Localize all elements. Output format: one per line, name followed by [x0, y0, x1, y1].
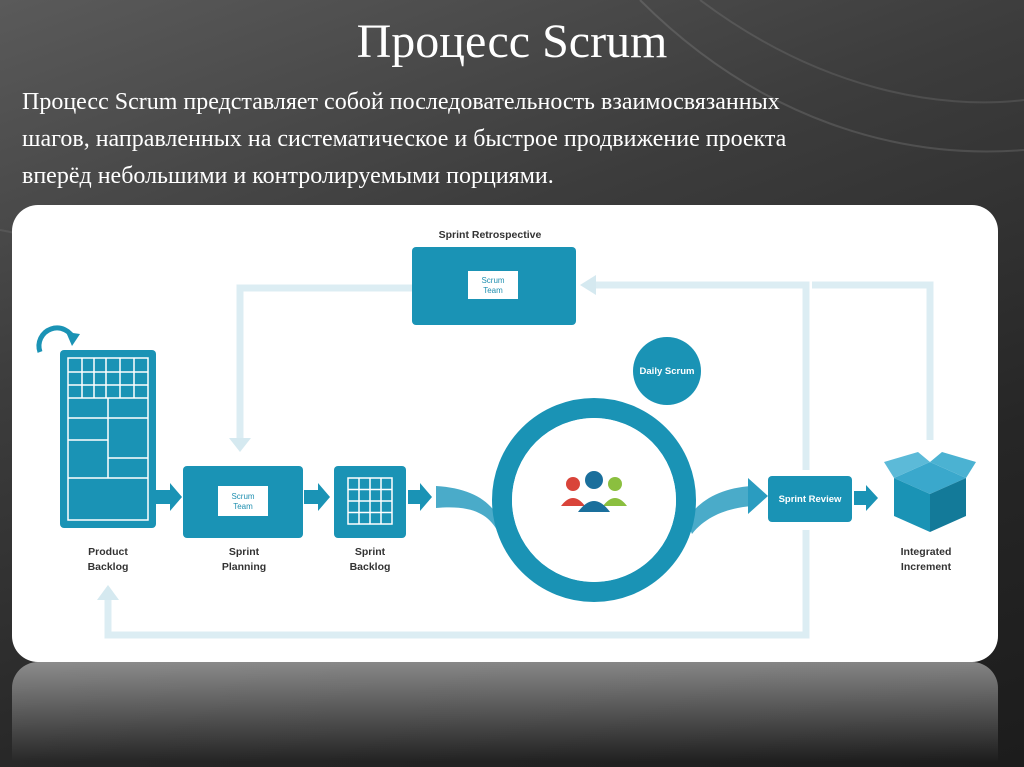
description-line-1: Процесс Scrum представляет собой последо…: [22, 89, 780, 115]
planning-team-card: [218, 486, 268, 516]
sprint-review-label: Sprint Review: [779, 494, 842, 505]
arrow-backlog-to-planning: [156, 483, 182, 511]
sprint-backlog-grid: [347, 477, 393, 525]
daily-scrum-circle: [633, 337, 701, 405]
retrospective-team-line1: Scrum: [481, 276, 504, 285]
sprint-backlog-label-line1: Sprint: [355, 546, 386, 558]
sprint-planning-label-line1: Sprint: [229, 546, 260, 558]
integrated-increment-label-line1: Integrated: [901, 546, 952, 558]
arrow-cycle-to-review: [748, 478, 768, 514]
sprint-review-box: [768, 476, 852, 522]
arrow-sprint-backlog-to-cycle: [408, 483, 432, 511]
sprint-planning-label-line2: Planning: [222, 561, 266, 573]
daily-scrum-label: Daily Scrum: [640, 366, 695, 377]
product-backlog-label-line2: Backlog: [88, 561, 129, 573]
integrated-box-icon: [884, 452, 976, 532]
product-backlog-grid: [67, 357, 149, 521]
retrospective-team-line2: Team: [483, 286, 503, 295]
planning-team-line2: Team: [233, 502, 253, 511]
description-line-2: шагов, направленных на систематическое и…: [22, 126, 787, 152]
arrow-down-to-planning: [229, 438, 251, 452]
feedback-lines: [104, 281, 934, 639]
integrated-increment-label-line2: Increment: [901, 561, 952, 573]
product-backlog-label-line1: Product: [88, 546, 128, 558]
sprint-cycle-inner: [512, 418, 676, 582]
description-line-3: вперёд небольшими и контролируемыми порц…: [22, 163, 554, 189]
planning-team-line1: Scrum: [231, 492, 254, 501]
team-people-icon: [561, 471, 627, 512]
slide-title: Процесс Scrum: [356, 15, 668, 68]
connector-out-of-cycle: [686, 486, 752, 534]
arrow-planning-to-sprint-backlog: [304, 483, 330, 511]
panel-reflection: [12, 662, 998, 767]
arrow-left-to-retrospective: [580, 275, 596, 295]
arrow-up-to-backlog: [97, 585, 119, 600]
sprint-retrospective-label: Sprint Retrospective: [439, 229, 542, 241]
retrospective-team-card: [468, 271, 518, 299]
sprint-backlog-label-line2: Backlog: [350, 561, 391, 573]
arrow-review-to-increment: [854, 485, 878, 511]
connector-into-cycle: [436, 486, 500, 532]
sprint-cycle-ring: [492, 398, 696, 602]
slide-description: Процесс Scrum представляет собой последо…: [22, 84, 982, 195]
cycle-arrow-icon: [36, 325, 80, 353]
